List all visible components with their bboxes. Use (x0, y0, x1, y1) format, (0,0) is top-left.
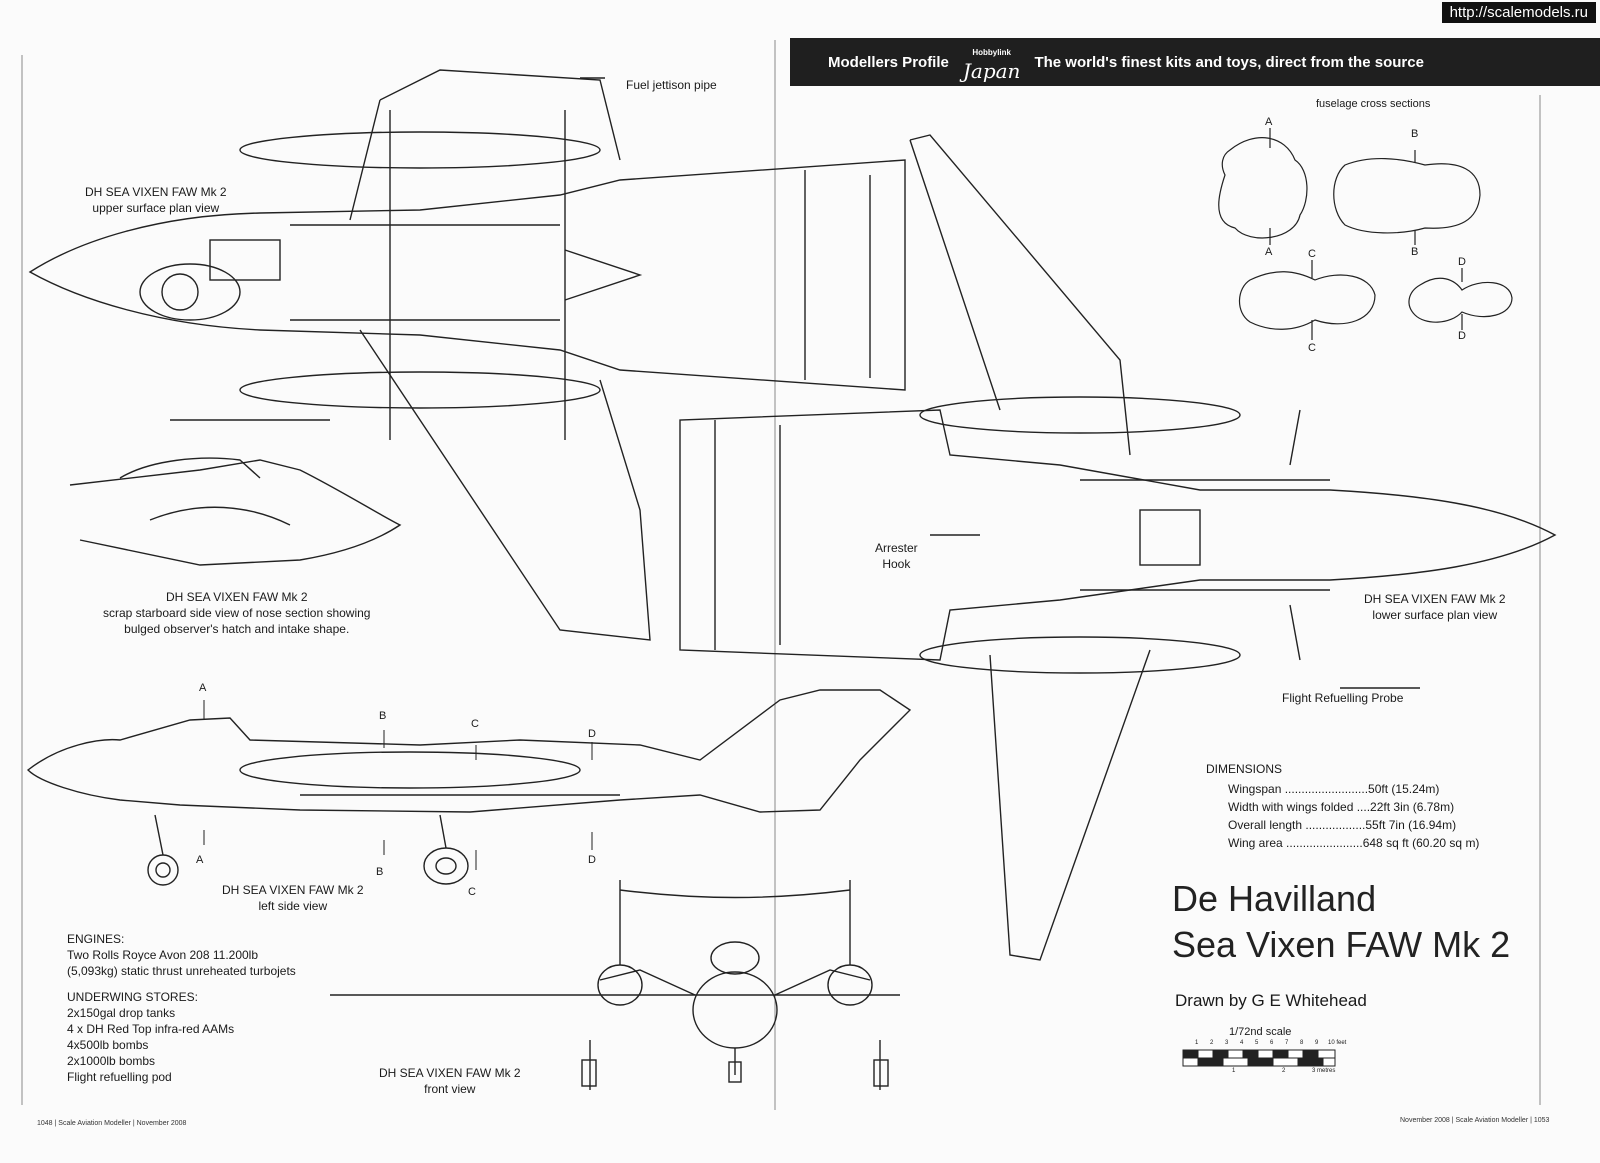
banner-logo-small: Hobbylink (972, 48, 1011, 57)
feet-tick: 7 (1285, 1040, 1289, 1046)
left-view-caption: DH SEA VIXEN FAW Mk 2 left side view (222, 882, 364, 914)
section-b-top: B (1411, 128, 1419, 140)
feet-tick: 5 (1255, 1040, 1259, 1046)
section-a-top: A (1265, 116, 1273, 128)
stores-item: 2x1000lb bombs (67, 1054, 156, 1068)
banner-logo-text: Japan (962, 59, 1021, 83)
page-title: De Havilland Sea Vixen FAW Mk 2 (1172, 876, 1510, 968)
left-view-title: DH SEA VIXEN FAW Mk 2 (222, 883, 364, 897)
dimension-row: Overall length ..................55ft 7i… (1228, 818, 1457, 832)
upper-view-title: DH SEA VIXEN FAW Mk 2 (85, 185, 227, 199)
front-view (330, 880, 900, 1090)
dimension-row: Width with wings folded ....22ft 3in (6.… (1228, 800, 1455, 814)
feet-tick: 3 (1225, 1040, 1229, 1046)
section-a-bottom: A (1265, 246, 1273, 258)
section-b-bottom: B (1411, 246, 1419, 258)
banner-left-text: Modellers Profile (828, 53, 949, 71)
engines-line-1: Two Rolls Royce Avon 208 11.200lb (67, 948, 259, 962)
stores-item: Flight refuelling pod (67, 1070, 172, 1084)
scrap-view-line-1: scrap starboard side view of nose sectio… (103, 606, 371, 620)
section-c-top: C (1308, 248, 1316, 260)
lower-plan-view (679, 134, 1557, 961)
refuelling-probe-label: Flight Refuelling Probe (1282, 691, 1404, 705)
banner-logo: Hobbylink Japan (962, 44, 1021, 83)
side-marker-c-top: C (471, 718, 479, 730)
feet-tick: 8 (1300, 1040, 1304, 1046)
lower-view-subtitle: lower surface plan view (1372, 608, 1498, 622)
section-c-bottom: C (1308, 342, 1316, 354)
upper-view-subtitle: upper surface plan view (92, 201, 220, 215)
scrap-view-line-2: bulged observer's hatch and intake shape… (124, 622, 350, 636)
feet-tick: 4 (1240, 1040, 1244, 1046)
banner-right-text: The world's finest kits and toys, direct… (1034, 53, 1424, 71)
side-marker-a-top: A (199, 682, 207, 694)
drawn-by: Drawn by G E Whitehead (1175, 991, 1367, 1010)
front-view-title: DH SEA VIXEN FAW Mk 2 (379, 1066, 521, 1080)
cross-sections-title: fuselage cross sections (1316, 98, 1431, 110)
feet-tick: 6 (1270, 1040, 1274, 1046)
scale-metre-ticks: 1 2 3 metres (1180, 1068, 1350, 1078)
stores-item: 4x500lb bombs (67, 1038, 149, 1052)
arrester-label-2: Hook (882, 557, 911, 571)
watermark: http://scalemodels.ru (1441, 2, 1596, 23)
fuel-jettison-label: Fuel jettison pipe (626, 78, 717, 92)
engines-heading: ENGINES: (67, 932, 125, 946)
cross-sections (1218, 128, 1513, 340)
scale-bar (1182, 1049, 1336, 1067)
upper-plan-view (28, 69, 906, 641)
side-marker-d-bottom: D (588, 854, 596, 866)
metre-tick: 1 (1232, 1068, 1236, 1074)
section-d-bottom: D (1458, 330, 1466, 342)
arrester-hook-label: Arrester Hook (875, 540, 918, 572)
metre-tick: 2 (1282, 1068, 1286, 1074)
front-view-subtitle: front view (424, 1082, 476, 1096)
footer-left: 1048 | Scale Aviation Modeller | Novembe… (37, 1120, 187, 1127)
feet-tick: 10 feet (1328, 1040, 1347, 1046)
specification-notes: ENGINES: Two Rolls Royce Avon 208 11.200… (67, 931, 296, 1085)
dimension-row: Wingspan .........................50ft (… (1228, 782, 1440, 796)
feet-tick: 1 (1195, 1040, 1199, 1046)
metre-tick: 3 metres (1312, 1068, 1336, 1074)
side-marker-c-bottom: C (468, 886, 476, 898)
lower-view-caption: DH SEA VIXEN FAW Mk 2 lower surface plan… (1364, 591, 1506, 623)
header-banner: Modellers Profile Hobbylink Japan The wo… (790, 38, 1600, 86)
section-d-top: D (1458, 256, 1466, 268)
side-marker-b-top: B (379, 710, 387, 722)
dimension-row: Wing area .......................648 sq … (1228, 836, 1480, 850)
stores-item: 2x150gal drop tanks (67, 1006, 176, 1020)
side-marker-b-bottom: B (376, 866, 384, 878)
stores-heading: UNDERWING STORES: (67, 990, 198, 1004)
engines-line-2: (5,093kg) static thrust unreheated turbo… (67, 964, 296, 978)
feet-tick: 2 (1210, 1040, 1214, 1046)
front-view-caption: DH SEA VIXEN FAW Mk 2 front view (379, 1065, 521, 1097)
upper-view-caption: DH SEA VIXEN FAW Mk 2 upper surface plan… (85, 184, 227, 216)
feet-tick: 9 (1315, 1040, 1319, 1046)
lower-view-title: DH SEA VIXEN FAW Mk 2 (1364, 592, 1506, 606)
dimensions-heading: DIMENSIONS (1206, 762, 1283, 776)
left-view-subtitle: left side view (258, 899, 328, 913)
footer-right: November 2008 | Scale Aviation Modeller … (1400, 1117, 1550, 1124)
title-line-2: Sea Vixen FAW Mk 2 (1172, 924, 1511, 965)
stores-item: 4 x DH Red Top infra-red AAMs (67, 1022, 235, 1036)
side-marker-d-top: D (588, 728, 596, 740)
side-marker-a-bottom: A (196, 854, 204, 866)
title-line-1: De Havilland (1172, 878, 1377, 919)
scale-label: 1/72nd scale (1229, 1026, 1292, 1038)
scrap-view-caption: DH SEA VIXEN FAW Mk 2 scrap starboard si… (103, 589, 370, 637)
scale-feet-ticks: 1 2 3 4 5 6 7 8 9 10 feet (1180, 1040, 1350, 1050)
scrap-view-title: DH SEA VIXEN FAW Mk 2 (165, 590, 308, 604)
arrester-label-1: Arrester (875, 541, 918, 555)
left-side-view (26, 689, 912, 886)
scrap-nose-view (69, 457, 402, 566)
dimensions-block: DIMENSIONS Wingspan ....................… (1206, 760, 1479, 852)
